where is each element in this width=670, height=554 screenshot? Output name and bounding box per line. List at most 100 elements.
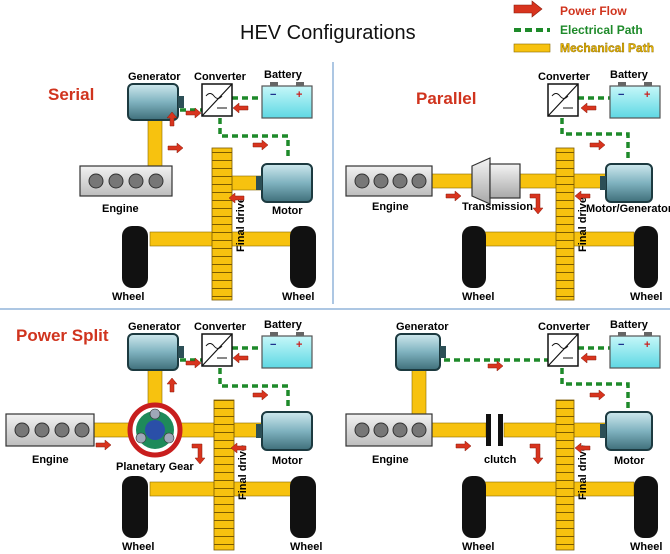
page-title: HEV Configurations xyxy=(240,22,416,44)
wheel-left-icon xyxy=(122,476,148,538)
electrical-path-conv-motor xyxy=(218,368,290,410)
motor-label: Motor xyxy=(272,205,303,217)
generator-label: Generator xyxy=(128,71,181,83)
converter-icon xyxy=(201,333,233,367)
engine-label: Engine xyxy=(372,201,409,213)
converter-icon xyxy=(201,83,233,117)
config-clutch: Generator Converter − + Battery Engine xyxy=(345,319,662,553)
electrical-path-conv-motor xyxy=(560,368,630,410)
battery-label: Battery xyxy=(264,69,303,81)
converter-label: Converter xyxy=(538,321,591,333)
battery-label: Battery xyxy=(610,319,649,331)
planetary-gear-icon xyxy=(127,402,183,458)
power-flow-arrow-icon xyxy=(95,439,112,451)
engine-label: Engine xyxy=(102,203,139,215)
wheel-left-icon xyxy=(462,226,486,288)
power-flow-arrow-icon xyxy=(191,443,206,465)
power-flow-arrow-icon xyxy=(529,193,544,215)
power-flow-arrow-icon xyxy=(589,389,606,401)
svg-text:−: − xyxy=(270,339,276,351)
final-drive-label: Final drive xyxy=(235,197,247,252)
transmission-label: Transmission xyxy=(462,201,533,213)
wheel-left-label: Wheel xyxy=(112,291,144,303)
svg-text:−: − xyxy=(618,89,624,101)
engine-label: Engine xyxy=(32,454,69,466)
power-flow-arrow-icon xyxy=(232,352,249,364)
power-flow-arrow-icon xyxy=(166,111,178,127)
wheel-right-label: Wheel xyxy=(290,541,322,553)
power-flow-arrow-icon xyxy=(529,443,544,465)
engine-icon xyxy=(79,165,173,197)
config-serial: Serial Generator Converter − xyxy=(48,69,316,303)
motor xyxy=(256,163,313,203)
wheel-right-label: Wheel xyxy=(282,291,314,303)
power-flow-arrow-icon xyxy=(185,357,202,369)
motor xyxy=(600,411,653,451)
config-title-parallel: Parallel xyxy=(416,89,477,108)
wheel-right-icon xyxy=(290,476,316,538)
converter-label: Converter xyxy=(194,71,247,83)
power-flow-arrow-icon xyxy=(232,102,249,114)
svg-text:+: + xyxy=(296,89,302,101)
power-flow-arrow-icon xyxy=(580,102,597,114)
generator-label: Generator xyxy=(396,321,449,333)
power-flow-arrow-icon xyxy=(230,442,247,454)
final-drive-gear xyxy=(213,399,235,551)
transmission-icon xyxy=(471,157,521,205)
battery-label: Battery xyxy=(610,69,649,81)
svg-text:+: + xyxy=(644,339,650,351)
power-flow-arrow-icon xyxy=(580,352,597,364)
legend-power-flow: Power Flow xyxy=(560,4,627,18)
converter-icon xyxy=(547,333,579,367)
legend-mechanical-path: Mechanical Path xyxy=(560,41,654,55)
svg-text:+: + xyxy=(644,89,650,101)
converter-label: Converter xyxy=(194,321,247,333)
legend-electrical-path: Electrical Path xyxy=(560,23,643,37)
motor-label: Motor xyxy=(272,455,303,467)
final-drive-gear xyxy=(555,399,575,551)
final-drive-label: Final drive xyxy=(237,445,249,500)
converter-icon xyxy=(547,83,579,117)
generator-shaft xyxy=(147,117,163,167)
engine-label: Engine xyxy=(372,454,409,466)
wheel-left-icon xyxy=(462,476,486,538)
engine-shaft xyxy=(429,173,476,189)
final-drive-gear xyxy=(211,147,233,301)
power-flow-arrow-icon xyxy=(513,0,543,18)
generator xyxy=(127,83,184,121)
wheel-left-icon xyxy=(122,226,148,288)
power-flow-arrow-icon xyxy=(589,139,606,151)
transmission-shaft xyxy=(517,173,559,189)
clutch-label: clutch xyxy=(484,454,517,466)
battery-icon: − + xyxy=(609,332,661,369)
engine-icon xyxy=(345,165,433,197)
power-flow-arrow-icon xyxy=(185,107,202,119)
wheel-left-label: Wheel xyxy=(462,291,494,303)
wheel-right-icon xyxy=(634,476,658,538)
power-flow-arrow-icon xyxy=(167,142,184,154)
generator-label: Generator xyxy=(128,321,181,333)
power-flow-arrow-icon xyxy=(574,190,591,202)
final-drive-gear xyxy=(555,147,575,301)
engine-icon xyxy=(5,413,95,447)
config-power-split: Power Split Generator Converter − + xyxy=(5,319,322,553)
planetary-gear-label: Planetary Gear xyxy=(116,461,194,473)
wheel-right-icon xyxy=(290,226,316,288)
engine-shaft xyxy=(429,422,487,438)
electrical-path-conv-motor xyxy=(218,118,290,160)
converter-label: Converter xyxy=(538,71,591,83)
final-drive-label: Final drive xyxy=(577,445,589,500)
power-flow-arrow-icon xyxy=(487,360,504,372)
mechanical-path-swatch xyxy=(513,43,551,53)
motor-label: Motor xyxy=(614,455,645,467)
wheel-left-label: Wheel xyxy=(122,541,154,553)
power-flow-arrow-icon xyxy=(252,139,269,151)
power-flow-arrow-icon xyxy=(445,190,462,202)
final-drive-label: Final drive xyxy=(577,197,589,252)
config-parallel: Parallel Converter − + Battery xyxy=(345,69,670,303)
wheel-right-label: Wheel xyxy=(630,541,662,553)
battery-icon: − + xyxy=(261,82,313,119)
power-flow-arrow-icon xyxy=(252,389,269,401)
